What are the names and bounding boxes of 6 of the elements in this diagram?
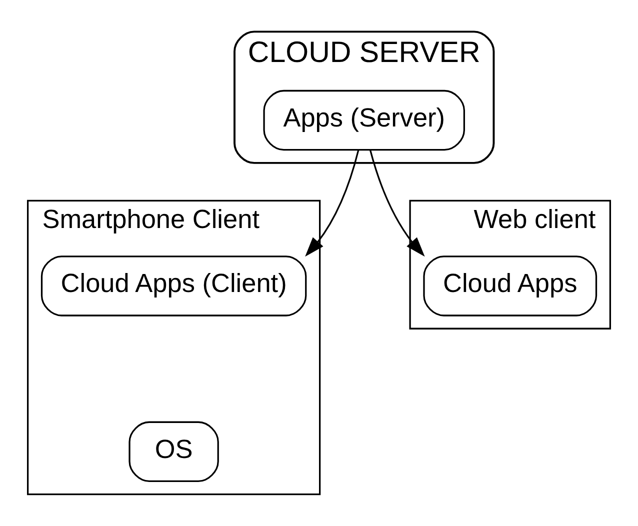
node-box: Cloud Apps (Client) [40, 256, 307, 316]
arrow [370, 150, 425, 257]
arrow [305, 150, 360, 257]
node-box: Cloud Apps [423, 256, 598, 316]
node-box: OS [128, 421, 219, 482]
node-box: Apps (Server) [263, 90, 465, 151]
